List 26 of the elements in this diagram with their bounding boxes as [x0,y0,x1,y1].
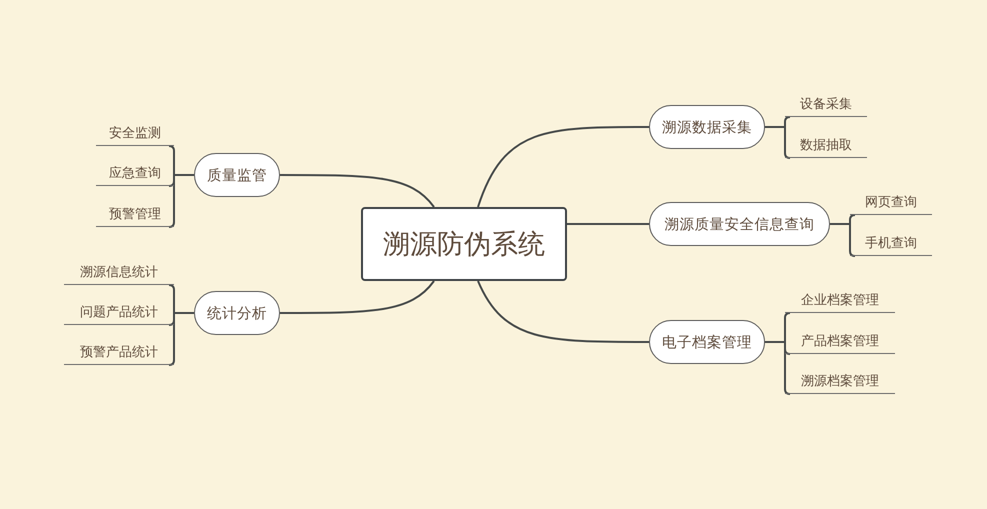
connector-line [477,126,649,208]
connector-line [477,280,649,343]
subtopic-label: 数据抽取 [785,135,867,158]
subtopic-label: 预警产品统计 [64,342,174,365]
topic-pill: 质量监管 [194,153,280,197]
subtopic-label: 企业档案管理 [785,289,895,313]
subtopic-label: 应急查询 [96,163,174,186]
subtopic-label: 网页查询 [850,192,932,215]
connector-line [280,280,435,314]
subtopic-label: 设备采集 [785,94,867,117]
connector-line [280,174,435,208]
subtopic-label: 问题产品统计 [64,302,174,325]
connector-line [765,126,790,159]
subtopic-label: 安全监测 [96,123,174,146]
topic-pill: 电子档案管理 [649,320,765,364]
subtopic-label: 产品档案管理 [785,330,895,354]
subtopic-label: 溯源信息统计 [64,262,174,285]
central-topic-box: 溯源防伪系统 [361,207,567,281]
connector-line [830,223,856,257]
subtopic-label: 预警管理 [96,204,174,227]
topic-pill: 统计分析 [194,291,280,335]
subtopic-label: 溯源档案管理 [785,370,895,394]
connector-line [567,223,649,225]
topic-pill: 溯源数据采集 [649,105,765,149]
subtopic-label: 手机查询 [850,233,932,256]
topic-pill: 溯源质量安全信息查询 [649,202,830,246]
